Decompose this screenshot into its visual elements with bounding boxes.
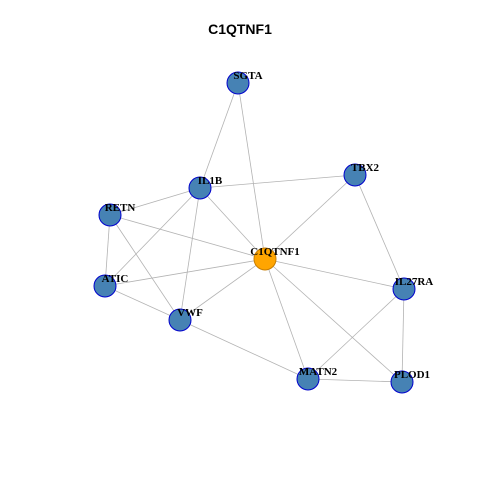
edge-il1b-c1qtnf1 — [199, 187, 266, 260]
node-label-tbx2: TBX2 — [351, 162, 380, 174]
node-label-retn: RETN — [105, 202, 136, 214]
node-il1b[interactable] — [188, 176, 212, 200]
edge-c1qtnf1-il27ra — [264, 258, 405, 290]
node-matn2[interactable] — [296, 367, 320, 391]
edge-il1b-tbx2 — [199, 174, 356, 189]
edge-atic-vwf — [104, 285, 181, 321]
edge-sgta-c1qtnf1 — [237, 82, 266, 260]
node-tbx2[interactable] — [343, 163, 367, 187]
edge-vwf-matn2 — [179, 319, 309, 380]
edge-il1b-retn — [109, 187, 201, 216]
node-label-il1b: IL1B — [198, 175, 223, 187]
edge-il1b-atic — [104, 187, 201, 287]
edge-retn-vwf — [109, 214, 181, 321]
edge-c1qtnf1-atic — [104, 258, 266, 287]
node-label-atic: ATIC — [102, 273, 129, 285]
edge-retn-atic — [104, 214, 111, 287]
edge-c1qtnf1-matn2 — [264, 258, 309, 380]
edge-sgta-il1b — [199, 82, 239, 189]
node-label-matn2: MATN2 — [299, 366, 338, 378]
node-label-sgta: SGTA — [233, 70, 262, 82]
node-c1qtnf1[interactable] — [253, 247, 277, 271]
node-plod1[interactable] — [390, 370, 414, 394]
graph-title: C1QTNF1 — [208, 21, 272, 37]
edge-tbx2-il27ra — [354, 174, 405, 290]
edges-layer — [104, 82, 405, 383]
edge-c1qtnf1-vwf — [179, 258, 266, 321]
node-label-plod1: PLOD1 — [394, 369, 430, 381]
node-sgta[interactable] — [226, 71, 250, 95]
edge-il27ra-plod1 — [401, 288, 405, 383]
edge-retn-c1qtnf1 — [109, 214, 266, 260]
nodes-layer — [93, 71, 416, 394]
node-label-il27ra: IL27RA — [395, 276, 434, 288]
edge-matn2-plod1 — [307, 378, 403, 383]
node-retn[interactable] — [98, 203, 122, 227]
edge-c1qtnf1-plod1 — [264, 258, 403, 383]
node-il27ra[interactable] — [392, 277, 416, 301]
node-vwf[interactable] — [168, 308, 192, 332]
node-label-vwf: VWF — [177, 307, 203, 319]
edge-il1b-vwf — [179, 187, 201, 321]
edge-il27ra-matn2 — [307, 288, 405, 380]
edge-tbx2-c1qtnf1 — [264, 174, 356, 260]
node-atic[interactable] — [93, 274, 117, 298]
node-label-c1qtnf1: C1QTNF1 — [250, 246, 300, 258]
